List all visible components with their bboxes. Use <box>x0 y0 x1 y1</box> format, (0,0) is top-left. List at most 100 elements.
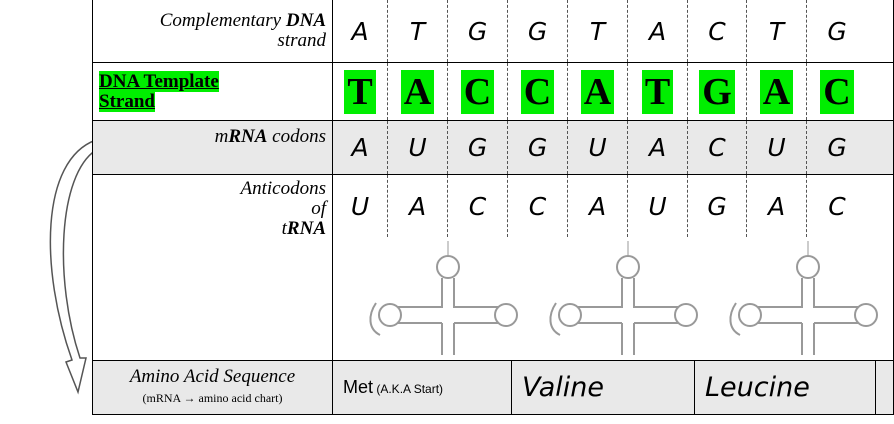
trna-area <box>333 237 893 355</box>
nucleotide-cell: C <box>807 63 867 120</box>
nucleotide-letter: C <box>468 191 487 221</box>
nucleotide-cell: U <box>628 175 688 237</box>
nucleotide-cell: U <box>747 121 807 174</box>
nucleotide-letter: T <box>768 16 785 46</box>
nucleotide-cell: C <box>448 63 508 120</box>
nucleotide-cell: C <box>688 0 747 62</box>
label-complementary: Complementary DNA strand <box>92 0 333 63</box>
nucleotide-letter: A <box>588 191 607 221</box>
nucleotide-letter: G <box>467 16 488 46</box>
nucleotide-cell: C <box>807 175 867 237</box>
nucleotide-cell: G <box>807 121 867 174</box>
nucleotide-letter: A <box>759 69 794 114</box>
nucleotide-letter: G <box>827 133 847 162</box>
label-text: Strand <box>99 90 155 112</box>
label-bold: RNA <box>286 218 326 239</box>
nucleotide-letter: C <box>820 69 854 114</box>
label-mrna: mRNA codons <box>92 120 333 175</box>
nucleotide-cell: A <box>747 175 807 237</box>
label-anticodons: Anticodons of tRNA <box>92 174 333 361</box>
nucleotide-letter: A <box>580 69 615 114</box>
nucleotide-cell: G <box>448 0 508 62</box>
amino-leucine: Leucine <box>695 361 876 414</box>
label-note: (mRNA → amino acid chart) <box>143 391 283 405</box>
nucleotide-cell: G <box>807 0 867 62</box>
nucleotide-cell: G <box>688 175 747 237</box>
nucleotide-letter: T <box>589 16 606 46</box>
amino-name: Valine <box>522 372 605 403</box>
nucleotide-cell: C <box>688 121 747 174</box>
nucleotide-cell: A <box>333 121 388 174</box>
nucleotide-letter: T <box>344 69 376 114</box>
nucleotide-letter: U <box>350 191 370 221</box>
nucleotide-cell: G <box>688 63 747 120</box>
aa-cells: Met (A.K.A Start) Valine Leucine <box>333 361 893 414</box>
nucleotide-cell: A <box>388 63 448 120</box>
nucleotide-letter: A <box>648 133 667 162</box>
row-amino: Amino Acid Sequence (mRNA → amino acid c… <box>92 360 894 415</box>
label-text: m <box>214 126 229 147</box>
nucleotide-letter: C <box>708 133 726 162</box>
nucleotide-cell: A <box>568 175 628 237</box>
label-template: DNA Template Strand <box>92 62 333 121</box>
row-mrna: mRNA codons A U G G U A C U G <box>92 120 894 175</box>
nucleotide-cell: A <box>568 63 628 120</box>
nucleotide-cell: U <box>333 175 388 237</box>
nucleotide-cell: A <box>628 121 688 174</box>
nucleotide-cell: A <box>747 63 807 120</box>
label-text: strand <box>277 30 326 51</box>
trna-cloverleaf-icon <box>369 241 518 355</box>
nucleotide-cell: U <box>388 121 448 174</box>
nucleotide-letter: A <box>408 191 427 221</box>
nucleotide-cell: C <box>508 175 568 237</box>
nucleotide-letter: A <box>351 16 369 46</box>
label-text: DNA Template <box>99 70 219 92</box>
amino-note: (A.K.A Start) <box>373 382 444 396</box>
nucleotide-cell: G <box>508 121 568 174</box>
trna-cloverleaf-icon <box>549 241 698 355</box>
label-text: Complementary <box>159 10 286 31</box>
nucleotide-letter: U <box>588 133 607 162</box>
trna-cloverleaf-icon <box>729 241 878 355</box>
row-complementary: Complementary DNA strand A T G G T A C T G <box>92 0 894 63</box>
nucleotide-cell: G <box>448 121 508 174</box>
nucleotide-letter: C <box>708 16 726 46</box>
nucleotide-cell: T <box>388 0 448 62</box>
nucleotide-letter: C <box>460 69 495 114</box>
note-pre: (mRNA <box>142 391 184 405</box>
nucleotide-letter: U <box>767 133 786 162</box>
nucleotide-letter: G <box>827 16 847 46</box>
nucleotide-cell: A <box>628 0 688 62</box>
nucleotide-cell: A <box>333 0 388 62</box>
nucleotide-letter: A <box>351 133 369 162</box>
nucleotide-letter: G <box>527 16 548 46</box>
amino-name: Met <box>343 377 374 397</box>
nucleotide-letter: G <box>699 69 735 114</box>
nucleotide-letter: G <box>707 191 727 221</box>
amino-cells: Met (A.K.A Start) Valine Leucine <box>332 360 894 415</box>
nucleotide-letter: G <box>467 133 488 162</box>
nucleotide-cell: A <box>388 175 448 237</box>
nucleotide-letter: A <box>648 16 667 46</box>
amino-met: Met (A.K.A Start) <box>333 361 512 414</box>
nucleotide-letter: G <box>527 133 548 162</box>
label-text: codons <box>267 126 326 147</box>
nucleotide-letter: T <box>409 16 426 46</box>
amino-next <box>876 361 893 414</box>
amino-valine: Valine <box>512 361 695 414</box>
amino-name: Leucine <box>705 372 810 403</box>
nucleotide-letter: U <box>408 133 427 162</box>
nucleotide-letter: A <box>767 191 786 221</box>
label-bold: DNA <box>285 10 326 31</box>
nucleotide-cell: G <box>508 0 568 62</box>
nucleotide-letter: U <box>648 191 667 221</box>
